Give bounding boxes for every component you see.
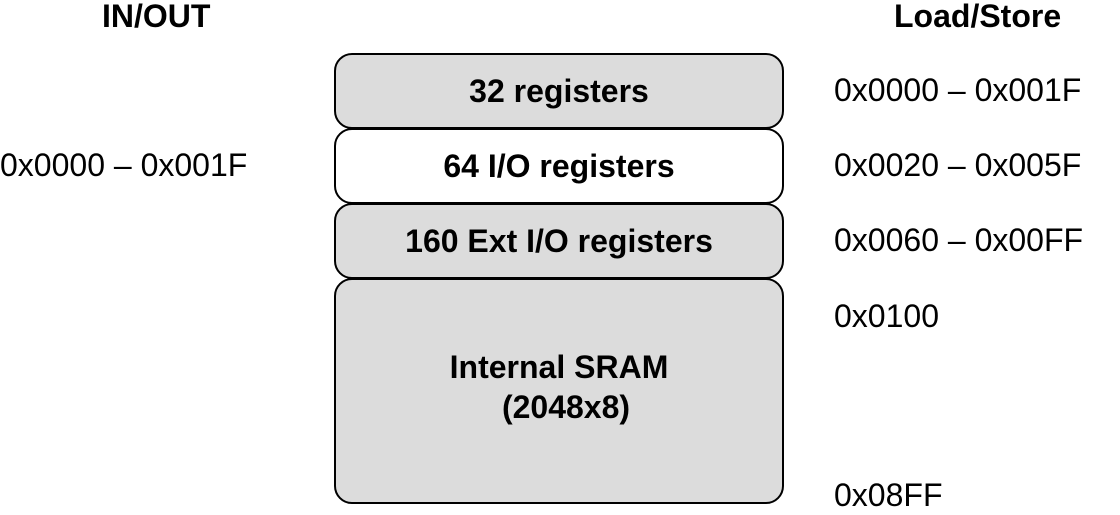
block-label: 32 registers xyxy=(469,72,649,109)
block-160-ext-io-registers: 160 Ext I/O registers xyxy=(334,203,784,279)
block-sublabel: (2048x8) xyxy=(501,389,631,425)
block-label: 160 Ext I/O registers xyxy=(405,222,713,259)
in-out-heading: IN/OUT xyxy=(102,0,211,34)
block-label: Internal SRAM xyxy=(449,349,669,385)
load-store-heading: Load/Store xyxy=(894,0,1062,34)
load-store-address-sram-start: 0x0100 xyxy=(834,298,939,334)
load-store-address-io: 0x0020 – 0x005F xyxy=(834,147,1082,183)
in-out-address-range: 0x0000 – 0x001F xyxy=(0,147,248,183)
block-64-io-registers: 64 I/O registers xyxy=(334,128,784,204)
block-internal-sram: Internal SRAM (2048x8) xyxy=(334,278,784,504)
block-label: 64 I/O registers xyxy=(443,147,675,184)
load-store-address-ext-io: 0x0060 – 0x00FF xyxy=(834,222,1084,258)
load-store-address-registers: 0x0000 – 0x001F xyxy=(834,72,1082,108)
load-store-address-sram-end: 0x08FF xyxy=(834,477,943,513)
block-32-registers: 32 registers xyxy=(334,53,784,129)
